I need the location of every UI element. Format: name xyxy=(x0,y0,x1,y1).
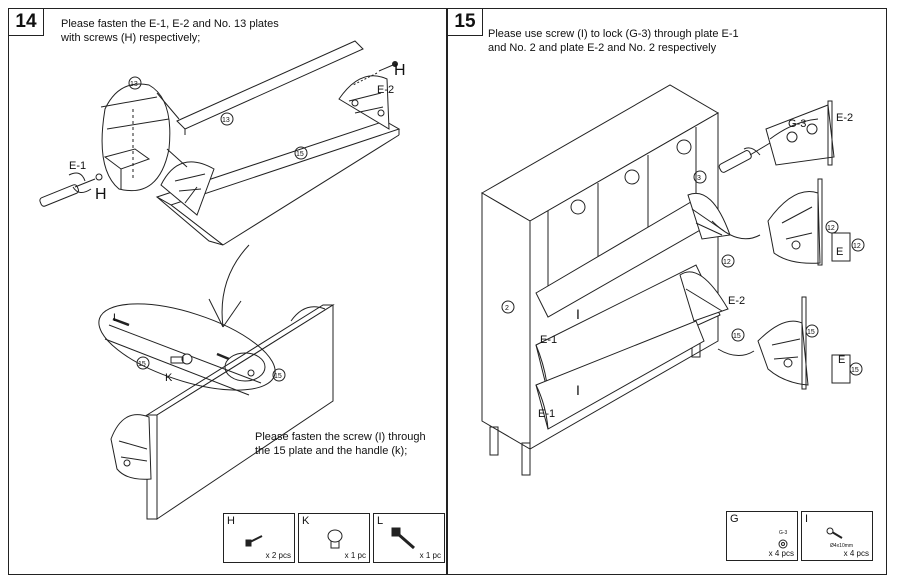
step-15-panel: 15 Please use screw (I) to lock (G-3) th… xyxy=(447,8,887,575)
part-code: G xyxy=(730,513,739,525)
callout-e1-bottom: E-1 xyxy=(538,408,555,420)
detail-fan-bracket-a xyxy=(767,178,851,266)
callout-plate-15-detail: 15 xyxy=(138,361,146,368)
knob-icon xyxy=(327,529,343,549)
callout-detail-15b: 15 xyxy=(851,367,859,374)
callout-h-left: H xyxy=(95,186,107,203)
callout-h-top: H xyxy=(394,62,406,79)
callout-e1-mid: E-1 xyxy=(540,334,557,346)
callout-12: 12 xyxy=(723,259,731,266)
cabinet-diagram: G-3 E-2 3 12 2 E-2 E-1 I I E-1 15 12 12 … xyxy=(481,84,865,476)
part-code: I xyxy=(805,513,809,525)
part-k: K x 1 pc xyxy=(298,513,370,563)
part-spec: Ø4x10mm xyxy=(830,543,854,549)
callout-3: 3 xyxy=(697,175,701,182)
callout-detail-15a: 15 xyxy=(807,329,815,336)
parts-list: G G-3 x 4 pcs I Ø4x10mm x 4 pcs xyxy=(726,511,873,561)
callout-detail-e-bottom: E xyxy=(838,354,845,366)
callout-plate-15: 15 xyxy=(296,151,304,158)
callout-g3: G-3 xyxy=(788,118,806,130)
step-note: Please fasten the screw (I) through the … xyxy=(255,431,426,457)
part-l: L x 1 pc xyxy=(373,513,445,563)
callout-plate-13-detail: 13 xyxy=(130,81,138,88)
part-h: H x 2 pcs xyxy=(223,513,295,563)
step-number: 15 xyxy=(448,9,483,36)
step-instruction: Please fasten the E-1, E-2 and No. 13 pl… xyxy=(61,18,279,44)
callout-detail-12a: 12 xyxy=(827,225,835,232)
part-quantity: x 1 pc xyxy=(344,551,366,560)
door-assembly-top xyxy=(155,40,401,246)
part-code: K xyxy=(302,515,310,527)
screw-icon xyxy=(826,527,843,539)
detail-callout-left xyxy=(100,83,188,192)
part-quantity: x 2 pcs xyxy=(265,551,291,560)
step-instruction: Please use screw (I) to lock (G-3) throu… xyxy=(488,28,739,54)
tilt-drawer-bottom xyxy=(535,320,705,430)
callout-e2-mid: E-2 xyxy=(728,295,745,307)
step-number: 14 xyxy=(9,9,44,36)
callout-15: 15 xyxy=(733,333,741,340)
parts-list: H x 2 pcs K x 1 pc L x 1 pc xyxy=(223,513,445,563)
callout-plate-15-bottom: 15 xyxy=(274,373,282,380)
part-quantity: x 4 pcs xyxy=(843,549,869,558)
callout-e2-top: E-2 xyxy=(836,112,853,124)
callout-2: 2 xyxy=(505,305,509,312)
part-code: L xyxy=(377,515,384,527)
callout-k: K xyxy=(165,372,173,384)
part-quantity: x 4 pcs xyxy=(768,549,794,558)
part-code: H xyxy=(227,515,235,527)
assembly-diagram: H E-2 13 15 13 E-1 H L K 15 15 xyxy=(39,40,406,520)
part-i: I Ø4x10mm x 4 pcs xyxy=(801,511,873,561)
part-quantity: x 1 pc xyxy=(419,551,441,560)
callout-i-top: I xyxy=(576,306,580,322)
screw-icon xyxy=(245,535,263,547)
bolt-icon xyxy=(391,527,415,550)
lock-cam-icon xyxy=(778,539,788,549)
arrow-down-icon xyxy=(208,244,250,328)
callout-detail-e-top: E xyxy=(836,246,843,258)
callout-e2: E-2 xyxy=(377,84,394,96)
detail-callout-handle xyxy=(98,303,276,396)
screwdriver-icon xyxy=(39,172,103,207)
part-subcode: G-3 xyxy=(779,530,788,536)
callout-l: L xyxy=(113,312,119,324)
tilt-drawer-mid xyxy=(535,264,729,394)
callout-detail-12b: 12 xyxy=(853,243,861,250)
door-assembly-bottom xyxy=(110,304,335,520)
callout-e1: E-1 xyxy=(69,160,86,172)
detail-fan-bracket-b xyxy=(757,296,851,390)
detail-callout-right-top xyxy=(765,100,835,166)
callout-plate-13: 13 xyxy=(222,117,230,124)
step-14-panel: 14 Please fasten the E-1, E-2 and No. 13… xyxy=(8,8,447,575)
callout-i-bottom: I xyxy=(576,382,580,398)
part-g: G G-3 x 4 pcs xyxy=(726,511,798,561)
screwdriver-icon xyxy=(718,142,771,173)
